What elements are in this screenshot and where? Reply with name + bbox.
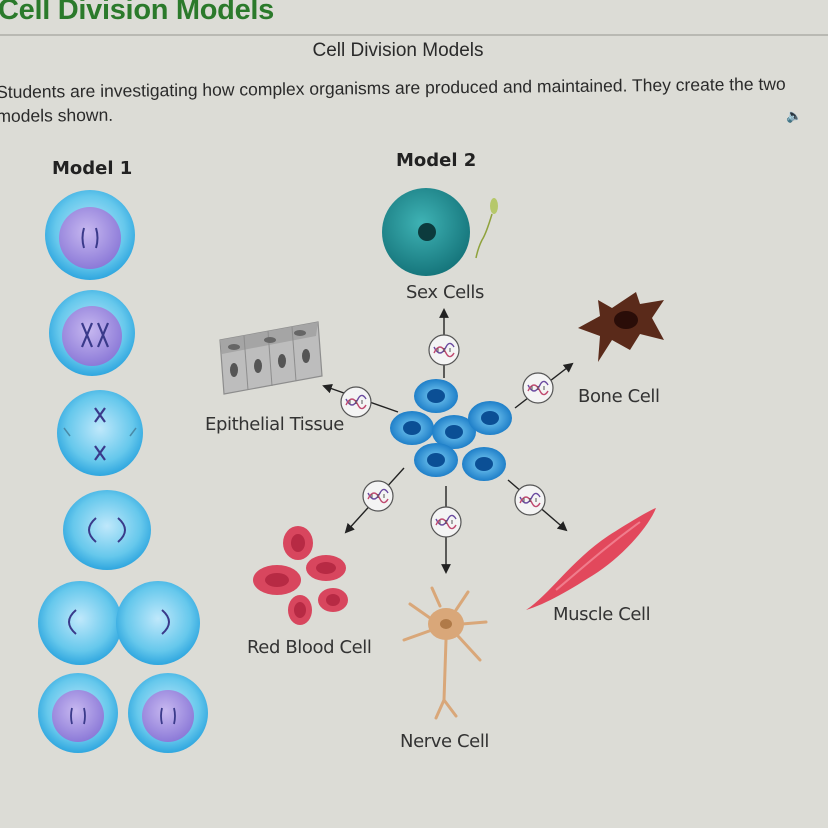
panel-title-text: Cell Division Models [312, 40, 484, 61]
arrow-to-nerve-cell [430, 486, 462, 574]
bone-cell [578, 292, 664, 362]
mitosis-stage-anaphase [63, 490, 151, 570]
red-blood-cell-label: Red Blood Cell [247, 637, 372, 658]
speaker-icon[interactable]: 🔈 [786, 108, 803, 123]
dna-icon [428, 334, 460, 366]
dna-icon [340, 386, 372, 418]
dna-icon [514, 484, 546, 516]
muscle-cell [526, 508, 656, 610]
red-blood-cells [253, 526, 348, 625]
mitosis-stage-telophase [38, 581, 200, 665]
model2-label: Model 2 [396, 150, 477, 171]
mitosis-stage-daughter-cells [38, 673, 208, 753]
mitosis-stage-prophase [49, 290, 135, 376]
model1-label: Model 1 [52, 158, 133, 179]
arrow-to-red-blood-cell [344, 467, 405, 534]
nerve-cell [402, 586, 488, 720]
arrow-to-muscle-cell [507, 479, 568, 532]
nerve-cell-label: Nerve Cell [400, 731, 490, 752]
dna-icon [362, 480, 394, 512]
sex-cells-label: Sex Cells [406, 282, 484, 303]
dna-icon [522, 372, 554, 404]
muscle-cell-label: Muscle Cell [553, 604, 651, 625]
page-title: Cell Division Models [0, 0, 274, 26]
stem-cell-cluster [390, 379, 512, 481]
model2-differentiation-diagram [219, 188, 664, 720]
model1-mitosis-diagram [38, 190, 208, 753]
dna-icon [430, 506, 462, 538]
title-divider [0, 34, 828, 36]
sex-cell-egg [382, 188, 470, 276]
arrow-to-epithelial-tissue [322, 383, 399, 418]
sex-cell-sperm [475, 198, 498, 259]
mitosis-stage-interphase [45, 190, 135, 280]
epithelial-tissue-label: Epithelial Tissue [205, 414, 344, 435]
mitosis-stage-metaphase [57, 390, 143, 476]
arrow-to-sex-cells [428, 308, 460, 378]
panel-title: Cell Division Models [0, 40, 828, 62]
arrow-to-bone-cell [514, 362, 574, 409]
epithelial-tissue [219, 321, 323, 395]
bone-cell-label: Bone Cell [578, 386, 660, 407]
